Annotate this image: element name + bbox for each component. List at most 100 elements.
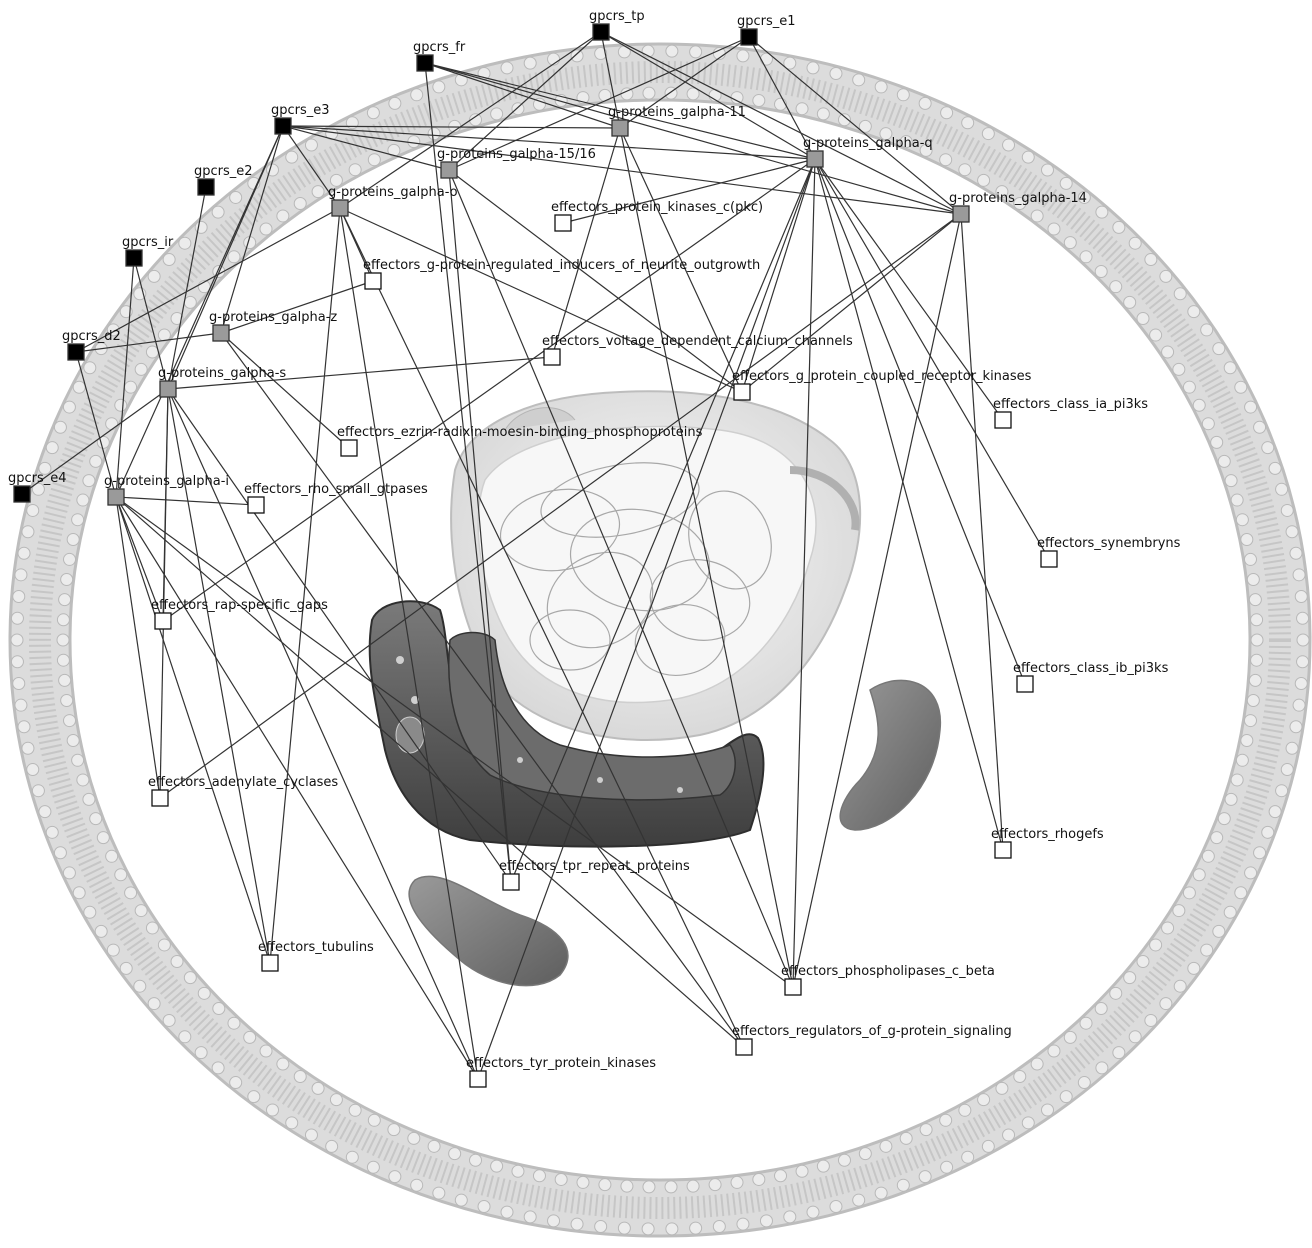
membrane-bead: [277, 1058, 289, 1070]
membrane-bead: [760, 1215, 772, 1227]
membrane-bead: [286, 151, 298, 163]
membrane-bead: [807, 1206, 819, 1218]
membrane-bead: [388, 1124, 400, 1136]
effector-node-square[interactable]: [262, 955, 278, 971]
membrane-bead: [158, 329, 170, 341]
membrane-bead: [666, 1223, 678, 1235]
membrane-bead: [39, 806, 51, 818]
membrane-bead: [1276, 483, 1288, 495]
node-label: effectors_phospholipases_c_beta: [781, 964, 995, 979]
membrane-bead: [228, 1017, 240, 1029]
membrane-bead: [1201, 944, 1213, 956]
effector-node-square[interactable]: [995, 842, 1011, 858]
membrane-bead: [1113, 221, 1125, 233]
gprotein-node-square[interactable]: [160, 381, 176, 397]
node-label: gpcrs_d2: [62, 329, 121, 344]
membrane-bead: [125, 887, 137, 899]
membrane-bead: [1281, 764, 1293, 776]
membrane-bead: [305, 1129, 317, 1141]
membrane-bead: [73, 887, 85, 899]
effector-node-square[interactable]: [152, 790, 168, 806]
membrane-bead: [996, 1082, 1008, 1094]
membrane-bead: [1236, 514, 1248, 526]
effector-node-square[interactable]: [1041, 551, 1057, 567]
membrane-bead: [63, 401, 75, 413]
membrane-bead: [1235, 381, 1247, 393]
membrane-bead: [97, 832, 109, 844]
gprotein-node-square[interactable]: [953, 206, 969, 222]
effector-node-square[interactable]: [734, 384, 750, 400]
membrane-bead: [1295, 677, 1307, 689]
membrane-bead: [1022, 151, 1034, 163]
membrane-bead: [900, 1132, 912, 1144]
membrane-bead: [326, 1140, 338, 1152]
node-label: effectors_tpr_repeat_proteins: [499, 859, 690, 874]
membrane-bead: [1003, 139, 1015, 151]
membrane-bead: [940, 154, 952, 166]
node-label: gpcrs_e1: [737, 14, 796, 29]
membrane-bead: [449, 1148, 461, 1160]
receptor-node-square[interactable]: [275, 118, 291, 134]
receptor-node-square[interactable]: [417, 55, 433, 71]
membrane-bead: [919, 1171, 931, 1183]
node-gpcrs_tp[interactable]: gpcrs_tp: [589, 9, 645, 40]
receptor-node-square[interactable]: [593, 24, 609, 40]
gprotein-node-square[interactable]: [213, 325, 229, 341]
receptor-node-square[interactable]: [741, 29, 757, 45]
membrane-bead: [83, 793, 95, 805]
membrane-bead: [64, 553, 76, 565]
membrane-bead: [312, 186, 324, 198]
node-label: effectors_class_ib_pi3ks: [1013, 661, 1169, 676]
receptor-node-square[interactable]: [126, 250, 142, 266]
membrane-bead: [897, 89, 909, 101]
membrane-bead: [920, 1124, 932, 1136]
membrane-bead: [919, 97, 931, 109]
node-gpcrs_e3[interactable]: gpcrs_e3: [271, 103, 330, 134]
effector-node-square[interactable]: [365, 273, 381, 289]
effector-node-square[interactable]: [1017, 676, 1033, 692]
membrane-bead: [512, 103, 524, 115]
gprotein-node-square[interactable]: [807, 151, 823, 167]
membrane-bead: [212, 1062, 224, 1074]
receptor-node-square[interactable]: [68, 344, 84, 360]
membrane-bead: [1162, 922, 1174, 934]
membrane-bead: [1003, 1129, 1015, 1141]
membrane-bead: [367, 1161, 379, 1173]
membrane-bead: [171, 956, 183, 968]
node-label: effectors_ezrin-radixin-moesin-binding_p…: [337, 425, 703, 440]
membrane-bead: [389, 97, 401, 109]
effector-node-square[interactable]: [555, 215, 571, 231]
effector-node-square[interactable]: [995, 412, 1011, 428]
membrane-bead: [1137, 312, 1149, 324]
gprotein-node-square[interactable]: [332, 200, 348, 216]
membrane-bead: [228, 251, 240, 263]
node-gpcrs_e1[interactable]: gpcrs_e1: [737, 14, 796, 45]
gprotein-node-square[interactable]: [612, 120, 628, 136]
effector-node-square[interactable]: [248, 497, 264, 513]
receptor-node-square[interactable]: [198, 179, 214, 195]
membrane-bead: [195, 221, 207, 233]
effector-node-square[interactable]: [155, 613, 171, 629]
membrane-bead: [796, 103, 808, 115]
membrane-bead: [57, 634, 69, 646]
membrane-bead: [1281, 504, 1293, 516]
membrane-bead: [1145, 1014, 1157, 1026]
membrane-bead: [59, 674, 71, 686]
effector-node-square[interactable]: [736, 1039, 752, 1055]
membrane-bead: [621, 1180, 633, 1192]
effector-node-square[interactable]: [785, 979, 801, 995]
gprotein-node-square[interactable]: [441, 162, 457, 178]
effector-node-square[interactable]: [341, 440, 357, 456]
membrane-bead: [982, 128, 994, 140]
membrane-bead: [962, 117, 974, 129]
effector-node-square[interactable]: [544, 349, 560, 365]
receptor-node-square[interactable]: [14, 486, 30, 502]
membrane-bead: [1241, 735, 1253, 747]
membrane-bead: [305, 139, 317, 151]
membrane-bead: [163, 1014, 175, 1026]
gprotein-node-square[interactable]: [108, 489, 124, 505]
effector-node-square[interactable]: [503, 874, 519, 890]
membrane-bead: [1124, 296, 1136, 308]
membrane-bead: [807, 62, 819, 74]
effector-node-square[interactable]: [470, 1071, 486, 1087]
